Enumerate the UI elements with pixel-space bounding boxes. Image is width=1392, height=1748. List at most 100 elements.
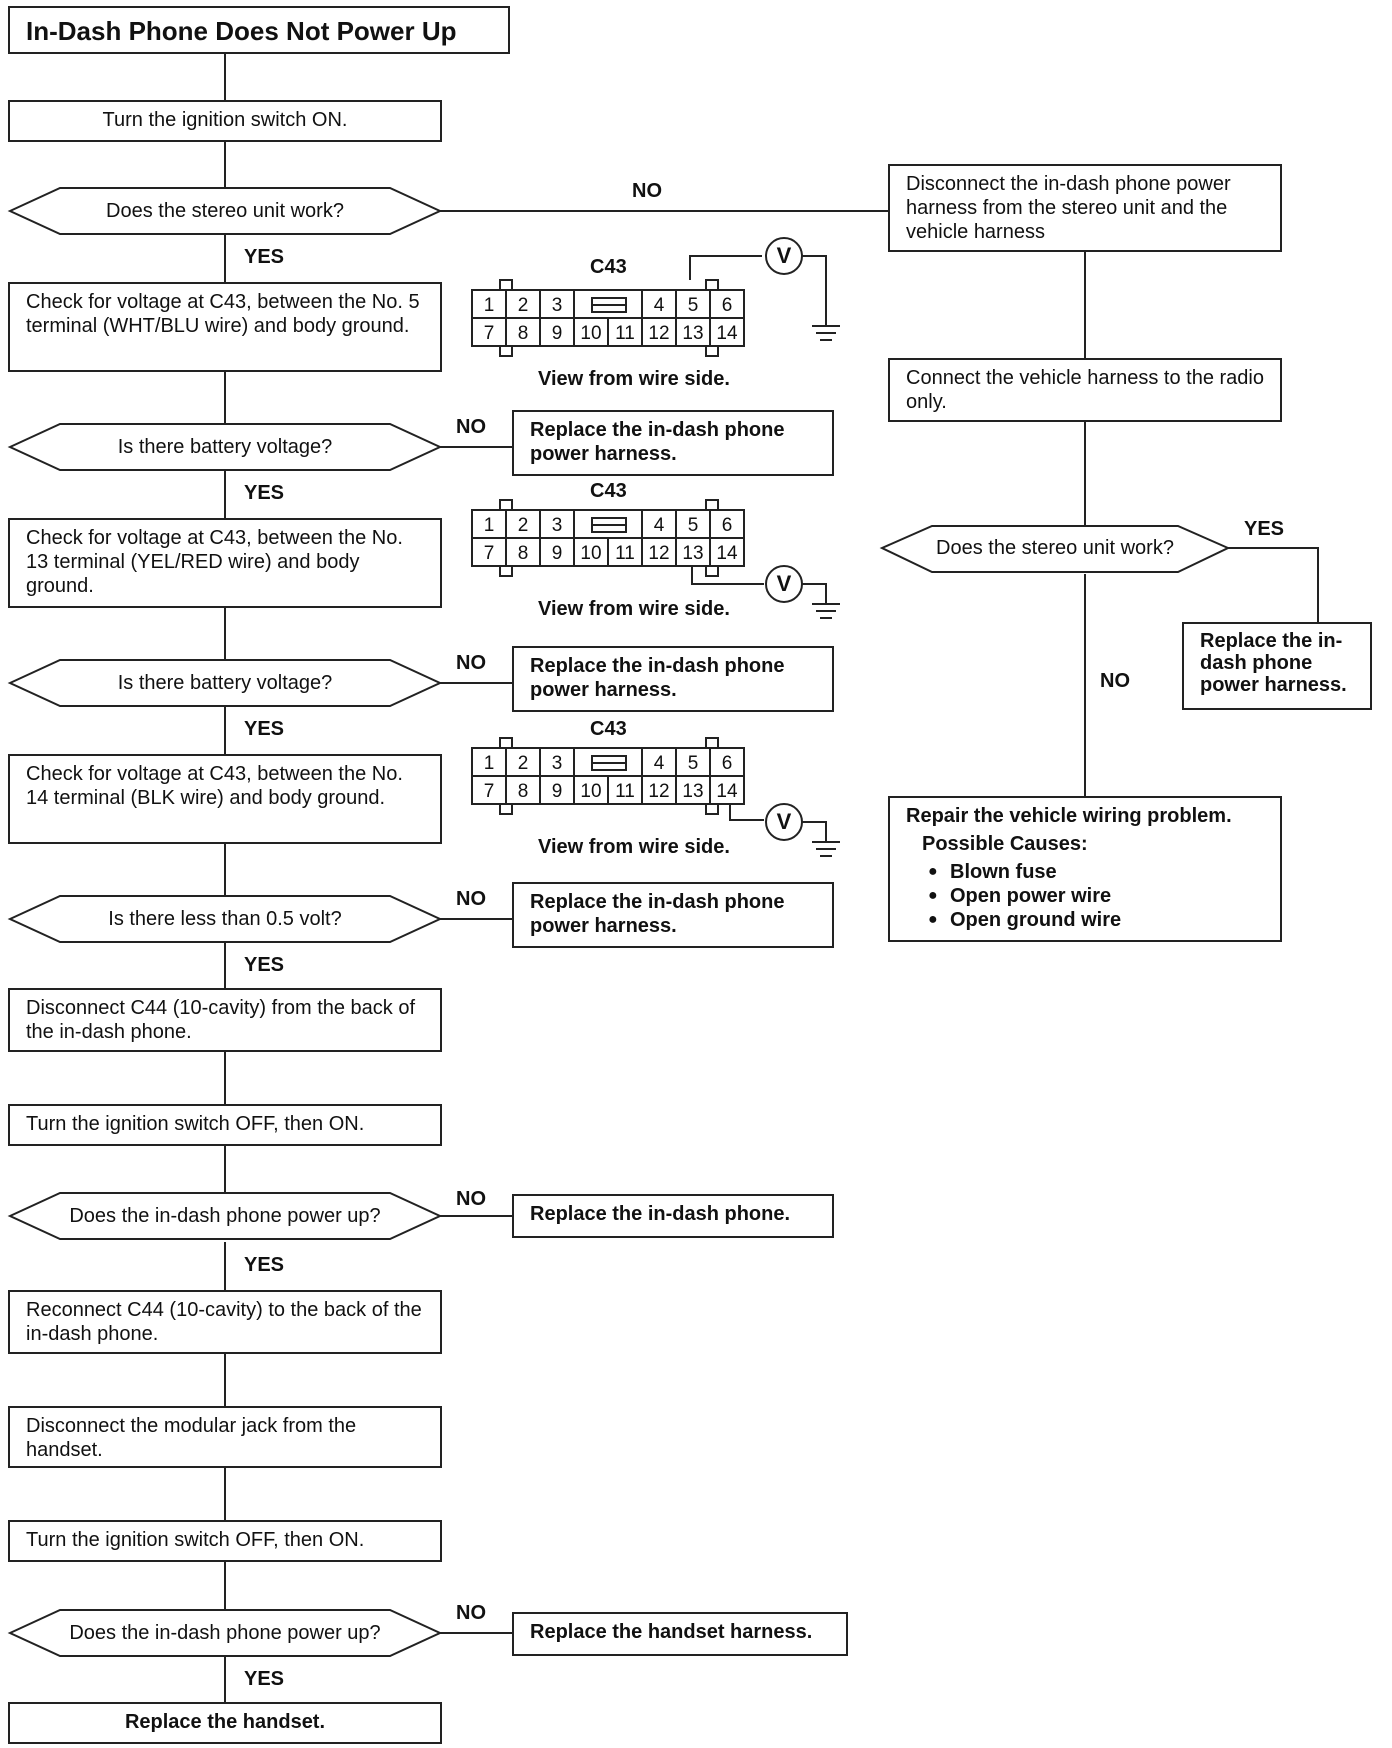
pin-number: 13 bbox=[682, 323, 703, 344]
yes-label: YES bbox=[244, 482, 285, 504]
pin-number: 11 bbox=[615, 323, 635, 344]
step-disconnect-c44: Disconnect C44 (10-cavity) from the back… bbox=[8, 988, 442, 1052]
pin-number: 7 bbox=[484, 781, 495, 802]
step-check-pin13: Check for voltage at C43, between the No… bbox=[8, 518, 442, 608]
view-caption: View from wire side. bbox=[538, 368, 730, 390]
result-replace-handset-harness: Replace the handset harness. bbox=[512, 1612, 848, 1656]
yes-label: YES bbox=[244, 954, 285, 976]
pin-number: 3 bbox=[552, 295, 563, 316]
decision-stereo-works-2: Does the stereo unit work? bbox=[936, 537, 1174, 559]
pin-number: 2 bbox=[518, 295, 529, 316]
no-label: NO bbox=[456, 652, 486, 674]
yes-label: YES bbox=[1244, 518, 1285, 540]
causes-label: Possible Causes: bbox=[922, 833, 1088, 855]
pin-number: 6 bbox=[722, 515, 733, 536]
pin-number: 12 bbox=[648, 781, 669, 802]
cause-item: Open ground wire bbox=[928, 908, 1264, 932]
pin-number: 2 bbox=[518, 515, 529, 536]
page-title: In-Dash Phone Does Not Power Up bbox=[8, 6, 510, 54]
pin-number: 14 bbox=[716, 543, 738, 564]
pin-number: 4 bbox=[654, 753, 665, 774]
step-ignition-on: Turn the ignition switch ON. bbox=[8, 100, 442, 142]
result-replace-phone: Replace the in-dash phone. bbox=[512, 1194, 834, 1238]
yes-label: YES bbox=[244, 1254, 285, 1276]
pin-number: 14 bbox=[716, 323, 738, 344]
pin-number: 7 bbox=[484, 543, 495, 564]
pin-number: 1 bbox=[484, 753, 495, 774]
pin-number: 7 bbox=[484, 323, 495, 344]
result-replace-power-harness-2: Replace the in-dash phone power harness. bbox=[512, 646, 834, 712]
pin-number: 9 bbox=[552, 323, 563, 344]
pin-number: 12 bbox=[648, 543, 669, 564]
step-disconnect-harness: Disconnect the in-dash phone power harne… bbox=[888, 164, 1282, 252]
result-replace-power-harness-4: Replace the in-dash phone power harness. bbox=[1182, 622, 1372, 710]
pin-number: 4 bbox=[654, 515, 665, 536]
cause-item: Blown fuse bbox=[928, 860, 1264, 884]
connector-diagram-1 bbox=[471, 237, 840, 357]
no-label: NO bbox=[1100, 670, 1130, 692]
view-caption: View from wire side. bbox=[538, 836, 730, 858]
connector-label: C43 bbox=[590, 256, 627, 278]
view-caption: View from wire side. bbox=[538, 598, 730, 620]
no-label: NO bbox=[632, 180, 662, 202]
no-label: NO bbox=[456, 416, 486, 438]
pin-number: 9 bbox=[552, 543, 563, 564]
pin-number: 8 bbox=[518, 781, 529, 802]
pin-number: 11 bbox=[615, 543, 635, 564]
pin-number: 13 bbox=[682, 781, 703, 802]
step-check-pin14: Check for voltage at C43, between the No… bbox=[8, 754, 442, 844]
step-replace-handset: Replace the handset. bbox=[8, 1702, 442, 1744]
yes-label: YES bbox=[244, 1668, 285, 1690]
decision-battery-voltage-2: Is there battery voltage? bbox=[117, 672, 333, 694]
pin-number: 4 bbox=[654, 295, 665, 316]
no-label: NO bbox=[456, 888, 486, 910]
pin-number: 8 bbox=[518, 323, 529, 344]
pin-number: 3 bbox=[552, 753, 563, 774]
result-replace-power-harness-1: Replace the in-dash phone power harness. bbox=[512, 410, 834, 476]
pin-number: 5 bbox=[688, 753, 699, 774]
pin-number: 5 bbox=[688, 515, 699, 536]
step-reconnect-c44: Reconnect C44 (10-cavity) to the back of… bbox=[8, 1290, 442, 1354]
causes-list: Blown fuse Open power wire Open ground w… bbox=[906, 860, 1264, 932]
step-connect-vehicle-harness: Connect the vehicle harness to the radio… bbox=[888, 358, 1282, 422]
connector-label: C43 bbox=[590, 718, 627, 740]
pin-number: 5 bbox=[688, 295, 699, 316]
step-disconnect-modular-jack: Disconnect the modular jack from the han… bbox=[8, 1406, 442, 1468]
result-replace-power-harness-3: Replace the in-dash phone power harness. bbox=[512, 882, 834, 948]
pin-number: 10 bbox=[580, 543, 601, 564]
step-check-pin5: Check for voltage at C43, between the No… bbox=[8, 282, 442, 372]
decision-battery-voltage-1: Is there battery voltage? bbox=[117, 436, 333, 458]
voltmeter-icon: V bbox=[777, 571, 792, 596]
connector-diagram-3 bbox=[471, 737, 840, 857]
pin-number: 10 bbox=[580, 781, 601, 802]
pin-number: 12 bbox=[648, 323, 669, 344]
yes-label: YES bbox=[244, 246, 285, 268]
step-ignition-cycle-1: Turn the ignition switch OFF, then ON. bbox=[8, 1104, 442, 1146]
pin-number: 1 bbox=[484, 515, 495, 536]
decision-stereo-works: Does the stereo unit work? bbox=[106, 200, 344, 222]
step-ignition-cycle-2: Turn the ignition switch OFF, then ON. bbox=[8, 1520, 442, 1562]
pin-number: 2 bbox=[518, 753, 529, 774]
pin-number: 3 bbox=[552, 515, 563, 536]
decision-phone-powers-up-2: Does the in-dash phone power up? bbox=[69, 1622, 381, 1644]
pin-number: 6 bbox=[722, 753, 733, 774]
connector-label: C43 bbox=[590, 480, 627, 502]
no-label: NO bbox=[456, 1602, 486, 1624]
no-label: NO bbox=[456, 1188, 486, 1210]
pin-number: 8 bbox=[518, 543, 529, 564]
yes-label: YES bbox=[244, 718, 285, 740]
pin-number: 13 bbox=[682, 543, 703, 564]
voltmeter-icon: V bbox=[777, 243, 792, 268]
decision-phone-powers-up-1: Does the in-dash phone power up? bbox=[69, 1205, 381, 1227]
repair-wiring-box: Repair the vehicle wiring problem. Possi… bbox=[888, 796, 1282, 942]
pin-number: 6 bbox=[722, 295, 733, 316]
cause-item: Open power wire bbox=[928, 884, 1264, 908]
connector-diagram-2 bbox=[471, 499, 840, 619]
pin-number: 1 bbox=[484, 295, 495, 316]
pin-number: 10 bbox=[580, 323, 601, 344]
pin-number: 9 bbox=[552, 781, 563, 802]
voltmeter-icon: V bbox=[777, 809, 792, 834]
pin-number: 14 bbox=[716, 781, 738, 802]
